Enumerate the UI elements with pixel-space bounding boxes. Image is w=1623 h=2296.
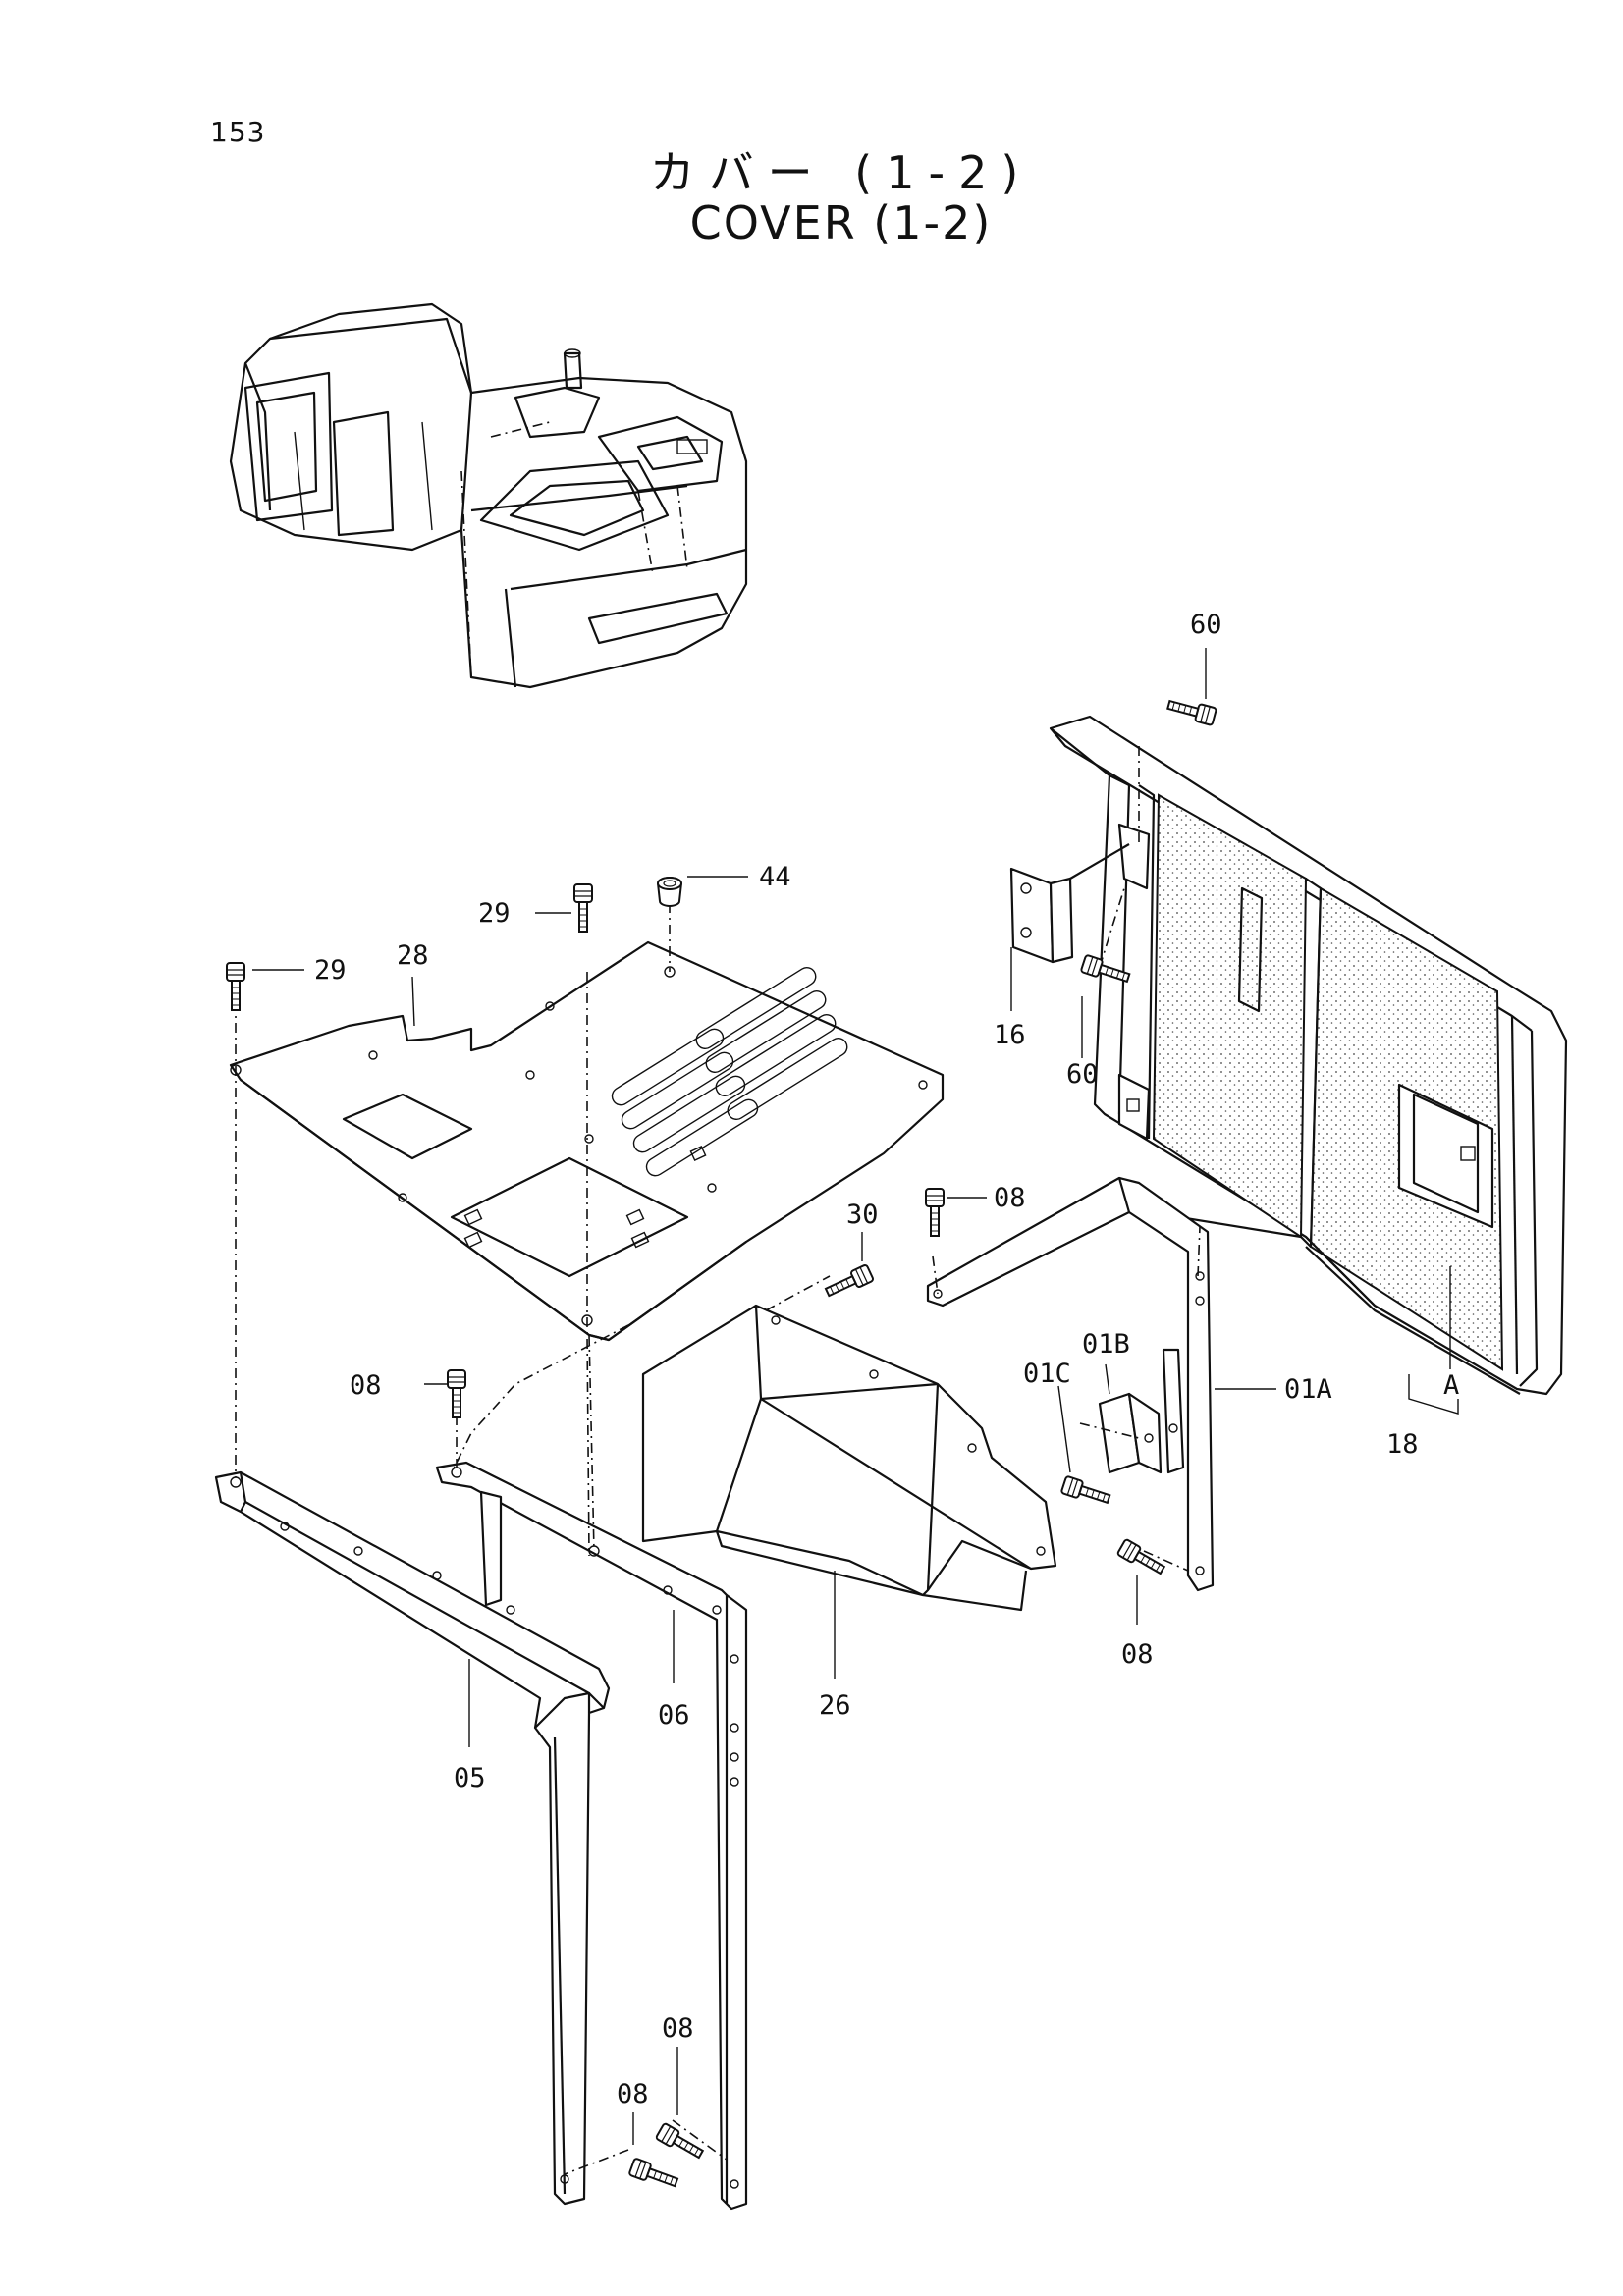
callout-08-bottom-left: 08 — [617, 2079, 649, 2109]
bracket-16 — [1009, 843, 1130, 964]
title-english: COVER (1-2) — [689, 196, 993, 249]
callout-01b: 01B — [1082, 1329, 1130, 1360]
title-japanese: カバー (1-2) — [649, 146, 1033, 199]
callout-29-center: 29 — [478, 898, 511, 929]
frame-06 — [435, 1461, 748, 2211]
leader-lines — [252, 648, 1459, 2145]
top-plate-28 — [229, 940, 945, 1342]
side-cover-door-assembly — [1049, 715, 1568, 1396]
callout-01a: 01A — [1284, 1374, 1332, 1405]
callout-06: 06 — [658, 1700, 690, 1731]
callout-05: 05 — [454, 1763, 486, 1793]
duct-panel-26 — [641, 1304, 1057, 1612]
callout-28: 28 — [397, 940, 429, 971]
callout-08-left: 08 — [350, 1370, 382, 1401]
bracket-01b — [1098, 1392, 1163, 1474]
callout-08-right: 08 — [1121, 1639, 1154, 1670]
bracket-01a — [926, 1176, 1215, 1592]
callout-30: 30 — [846, 1200, 879, 1230]
page-number: 153 — [210, 116, 266, 148]
frame-05 — [214, 1470, 611, 2206]
callout-44: 44 — [759, 862, 791, 892]
callout-a: A — [1443, 1370, 1459, 1401]
fasteners — [226, 695, 1218, 2192]
callout-08-upper: 08 — [994, 1183, 1026, 1213]
alignment-lines — [235, 746, 1201, 2175]
callout-60-top: 60 — [1190, 610, 1222, 640]
callout-01c: 01C — [1023, 1359, 1071, 1389]
callout-60-lower: 60 — [1066, 1059, 1099, 1090]
callout-labels: 60 44 29 29 28 16 60 08 30 01B 01C 01A A… — [314, 610, 1459, 2109]
machine-overview-sketch — [229, 302, 748, 689]
callout-08-bottom-right: 08 — [662, 2013, 694, 2044]
callout-16: 16 — [994, 1020, 1026, 1050]
callout-26: 26 — [819, 1690, 851, 1721]
callout-29-left: 29 — [314, 955, 347, 986]
callout-18: 18 — [1386, 1429, 1419, 1460]
